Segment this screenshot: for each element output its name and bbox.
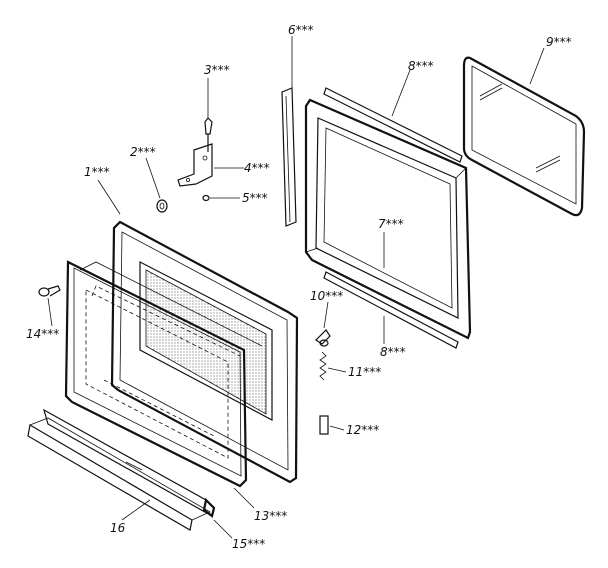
callout-2: 2*** xyxy=(130,145,156,159)
window-frame xyxy=(304,98,472,340)
part-12 xyxy=(319,415,329,435)
hinge-assembly xyxy=(177,117,213,202)
vertical-strip-6 xyxy=(281,87,297,227)
callout-3: 3*** xyxy=(204,63,230,77)
outer-door-panel xyxy=(110,220,299,484)
latch-10 xyxy=(315,329,331,347)
window-glass-9 xyxy=(462,56,586,217)
callout-13: 13*** xyxy=(254,509,287,523)
bushing-2 xyxy=(156,199,168,213)
callout-1: 1*** xyxy=(84,165,110,179)
callout-12: 12*** xyxy=(346,423,379,437)
callout-8-bottom: 8*** xyxy=(380,345,406,359)
leader-lines xyxy=(47,36,545,539)
bottom-vent-strip xyxy=(43,408,216,518)
bottom-trim xyxy=(27,417,211,531)
callout-9: 9*** xyxy=(546,35,572,49)
callout-7: 7*** xyxy=(378,217,404,231)
top-rail-8 xyxy=(323,87,463,163)
callout-14: 14*** xyxy=(26,327,59,341)
callout-6: 6*** xyxy=(288,23,314,37)
spring-11 xyxy=(319,351,327,381)
callout-5: 5*** xyxy=(242,191,268,205)
callout-16: 16 xyxy=(110,521,126,535)
callout-8-top: 8*** xyxy=(408,59,434,73)
callout-10: 10*** xyxy=(310,289,343,303)
callout-4: 4*** xyxy=(244,161,270,175)
screw-14 xyxy=(38,285,61,297)
callout-15: 15*** xyxy=(232,537,265,551)
inner-door-liner xyxy=(64,260,263,488)
bottom-rail-8 xyxy=(323,271,459,349)
door-glass xyxy=(91,285,241,437)
callout-11: 11*** xyxy=(348,365,381,379)
